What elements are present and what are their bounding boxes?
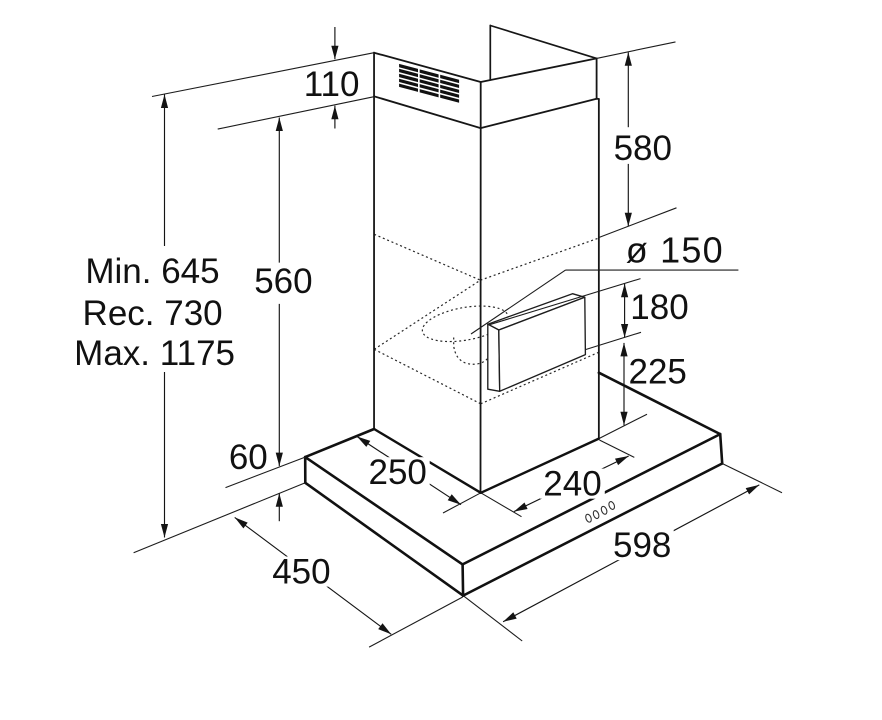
svg-text:250: 250	[368, 453, 426, 492]
svg-text:450: 450	[272, 553, 330, 592]
svg-text:Max. 1175: Max. 1175	[74, 334, 235, 373]
svg-text:Min. 645: Min. 645	[85, 252, 219, 291]
svg-text:60: 60	[229, 438, 268, 477]
svg-text:180: 180	[630, 288, 688, 327]
svg-text:225: 225	[628, 353, 686, 392]
svg-text:ø 150: ø 150	[626, 229, 724, 270]
svg-text:240: 240	[543, 465, 601, 504]
svg-text:110: 110	[304, 65, 360, 104]
svg-text:598: 598	[613, 526, 671, 565]
svg-text:580: 580	[614, 129, 672, 168]
svg-text:560: 560	[254, 262, 312, 301]
svg-text:Rec. 730: Rec. 730	[83, 294, 223, 333]
